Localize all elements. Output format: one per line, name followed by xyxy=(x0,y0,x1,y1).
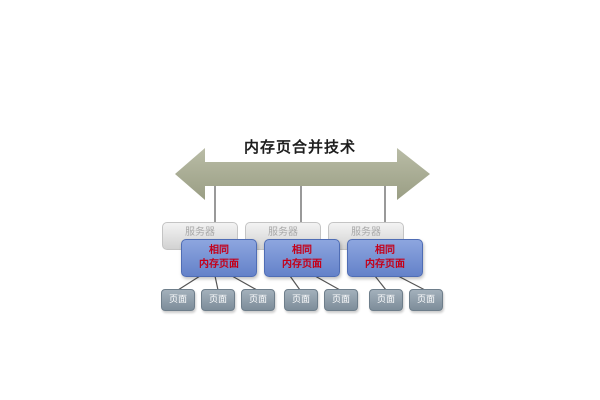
shared-page-box-1: 相同 内存页面 xyxy=(181,239,257,277)
connector-vm-5 xyxy=(314,275,341,291)
connector-vm-4 xyxy=(289,275,301,291)
page-box-1: 页面 xyxy=(161,289,195,311)
double-arrow-shape xyxy=(175,148,430,200)
connector-vm-3 xyxy=(231,275,258,291)
shared-page-line1: 相同 xyxy=(209,245,229,256)
page-box-7: 页面 xyxy=(409,289,443,311)
connector-vm-7 xyxy=(397,275,426,291)
page-box-6: 页面 xyxy=(369,289,403,311)
page-box-2: 页面 xyxy=(201,289,235,311)
arrow-title: 内存页合并技术 xyxy=(243,138,356,156)
shared-page-line2: 内存页面 xyxy=(199,259,239,270)
shared-page-box-3: 相同 内存页面 xyxy=(347,239,423,277)
page-box-4: 页面 xyxy=(284,289,318,311)
shared-page-line1: 相同 xyxy=(375,245,395,256)
shared-page-line2: 内存页面 xyxy=(282,259,322,270)
connector-vm-2 xyxy=(214,275,219,291)
connector-vm-1 xyxy=(177,275,201,291)
page-box-5: 页面 xyxy=(324,289,358,311)
page-box-3: 页面 xyxy=(241,289,275,311)
connector-vm-6 xyxy=(374,275,387,291)
shared-page-box-2: 相同 内存页面 xyxy=(264,239,340,277)
shared-page-line1: 相同 xyxy=(292,245,312,256)
shared-page-line2: 内存页面 xyxy=(365,259,405,270)
